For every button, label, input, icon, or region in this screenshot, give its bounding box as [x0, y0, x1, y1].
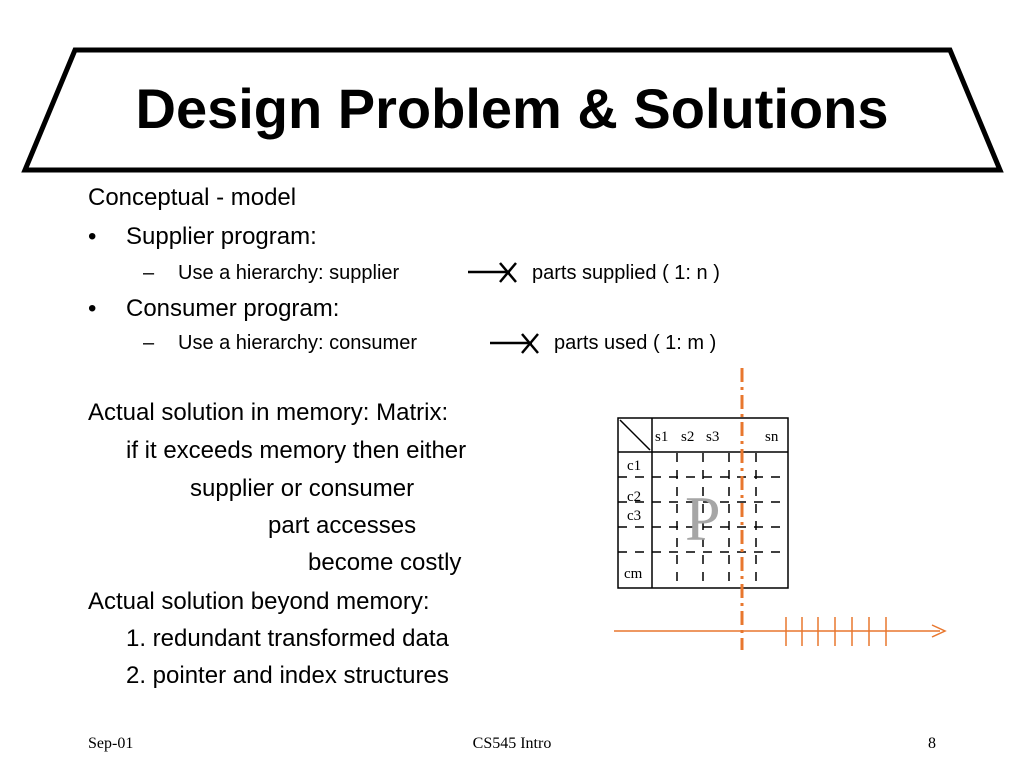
crossed-arrow-icon: [490, 333, 539, 354]
body-line: part accesses: [268, 512, 417, 539]
body-line: Actual solution beyond memory:: [88, 588, 430, 615]
row-header: c3: [627, 508, 641, 524]
body-line: 1. redundant transformed data: [126, 625, 449, 652]
dash-bullet: –: [143, 332, 155, 354]
col-header: s2: [681, 429, 694, 445]
footer-date: Sep-01: [88, 735, 134, 752]
body-line: 2. pointer and index structures: [126, 662, 449, 689]
slide-title: Design Problem & Solutions: [135, 77, 889, 140]
storage-axis: [614, 617, 947, 646]
matrix-diagram: s1 s2 s3 sn c1 c2 c3 cm P: [614, 368, 947, 650]
bullet-dot: •: [88, 295, 97, 322]
footer-page-number: 8: [928, 735, 936, 752]
body-line: if it exceeds memory then either: [126, 437, 467, 464]
row-header: cm: [624, 566, 643, 582]
title-banner: [21, 47, 1004, 173]
bullet-dot: •: [88, 223, 97, 250]
body-line: become costly: [308, 549, 462, 576]
arrow-head-icon: [931, 624, 947, 638]
col-header: s1: [655, 429, 668, 445]
consumer-program-item: Consumer program:: [126, 295, 340, 322]
col-header: sn: [765, 429, 779, 445]
crossed-arrow-icon: [468, 262, 517, 283]
consumer-sub-prefix: Use a hierarchy: consumer: [178, 332, 417, 354]
body-line: supplier or consumer: [190, 475, 415, 502]
dash-bullet: –: [143, 262, 155, 284]
conceptual-heading: Conceptual - model: [88, 184, 297, 211]
footer-course: CS545 Intro: [472, 735, 552, 752]
supplier-sub-suffix: parts supplied ( 1: n ): [532, 262, 720, 284]
consumer-sub-suffix: parts used ( 1: m ): [554, 332, 717, 354]
body-line: Actual solution in memory: Matrix:: [88, 399, 449, 426]
row-header: c1: [627, 458, 641, 474]
row-header: c2: [627, 489, 641, 505]
col-header: s3: [706, 429, 719, 445]
supplier-program-item: Supplier program:: [126, 223, 317, 250]
supplier-sub-prefix: Use a hierarchy: supplier: [178, 262, 400, 284]
matrix-grid: [617, 417, 789, 589]
partition-label: P: [685, 483, 721, 554]
